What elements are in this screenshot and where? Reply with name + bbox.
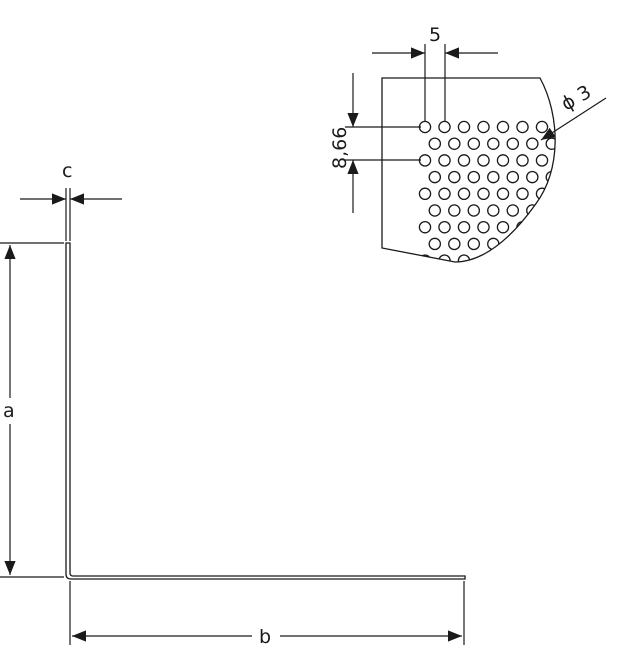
row-pitch-label: 8,66 [329, 127, 351, 169]
perforation-hole [418, 154, 432, 167]
hole-diameter-leader [540, 97, 607, 141]
height-dimension [0, 242, 64, 578]
perforation-hole [545, 204, 556, 217]
perforation-hole [418, 187, 432, 201]
perforation-hole [496, 187, 510, 201]
perforation-hole [556, 222, 567, 233]
perforation-hole [496, 154, 510, 167]
thickness-dimension [20, 188, 122, 241]
perforation-hole [535, 154, 549, 167]
hole-pitch-dimension [372, 44, 498, 122]
perforation-hole [566, 238, 577, 249]
perforation-hole [526, 137, 539, 150]
perforation-hole [487, 170, 500, 184]
perforation-hole [516, 120, 529, 134]
perforation-hole [428, 170, 442, 184]
perforation-hole [477, 220, 490, 234]
perforation-hole [556, 255, 567, 266]
perforation-hole [545, 170, 556, 184]
hole-diameter-label: ϕ 3 [558, 81, 596, 115]
perforation-hole [556, 188, 567, 199]
perforation-hole [428, 137, 442, 150]
perforation-hole [457, 187, 471, 201]
thickness-label: c [62, 160, 72, 182]
perforation-hole [467, 204, 481, 217]
perforation-hole [496, 220, 510, 234]
perforation-hole [457, 120, 471, 134]
perforation-hole [438, 120, 451, 134]
leader-arrow [540, 97, 607, 141]
perforation-hole [516, 220, 529, 234]
row-pitch-dimension [345, 73, 421, 213]
perforation-hole [526, 237, 539, 251]
perforation-hole [535, 220, 549, 234]
perforation-hole [477, 120, 490, 134]
perforation-hole [457, 154, 471, 167]
perforation-detail [381, 77, 577, 266]
perforation-hole [467, 237, 481, 251]
perforation-hole [535, 254, 549, 262]
perforation-hole [457, 220, 471, 234]
perforation-hole [506, 237, 520, 251]
perforation-hole [477, 154, 490, 167]
perforation-hole [487, 204, 500, 217]
perforation-hole [438, 154, 451, 167]
perforation-hole [438, 220, 451, 234]
perforation-hole [516, 154, 529, 167]
height-label: a [3, 400, 15, 422]
angle-profile-outline [65, 242, 466, 580]
hole-pitch-label: 5 [429, 24, 441, 46]
perforation-hole [448, 237, 461, 251]
perforation-hole [566, 138, 577, 149]
angle-profile [65, 242, 466, 580]
perforation-hole [506, 204, 520, 217]
perforation-hole [438, 187, 451, 201]
perforation-hole [535, 120, 549, 134]
perforation-hole [545, 237, 556, 251]
perforation-hole [448, 137, 461, 150]
perforation-hole [477, 187, 490, 201]
perforation-hole [448, 170, 461, 184]
perforation-hole [556, 155, 567, 166]
perforation-hole [506, 137, 520, 150]
perforation-hole [418, 220, 432, 234]
perforation-hole [566, 172, 577, 183]
perforation-hole [566, 205, 577, 216]
perforation-hole [467, 170, 481, 184]
perforated-plate-outline [381, 77, 556, 263]
perforation-hole [428, 204, 442, 217]
perforation-hole [526, 170, 539, 184]
perforation-hole [506, 170, 520, 184]
perforation-hole [448, 204, 461, 217]
width-dimension [69, 581, 465, 645]
perforation-hole [428, 237, 442, 251]
perforation-hole [496, 254, 510, 262]
perforation-hole [467, 137, 481, 150]
width-label: b [259, 626, 271, 648]
perforation-hole [516, 187, 529, 201]
perforation-hole [496, 120, 510, 134]
perforation-hole [418, 120, 432, 134]
perforation-hole [516, 254, 529, 262]
perforation-hole [487, 137, 500, 150]
